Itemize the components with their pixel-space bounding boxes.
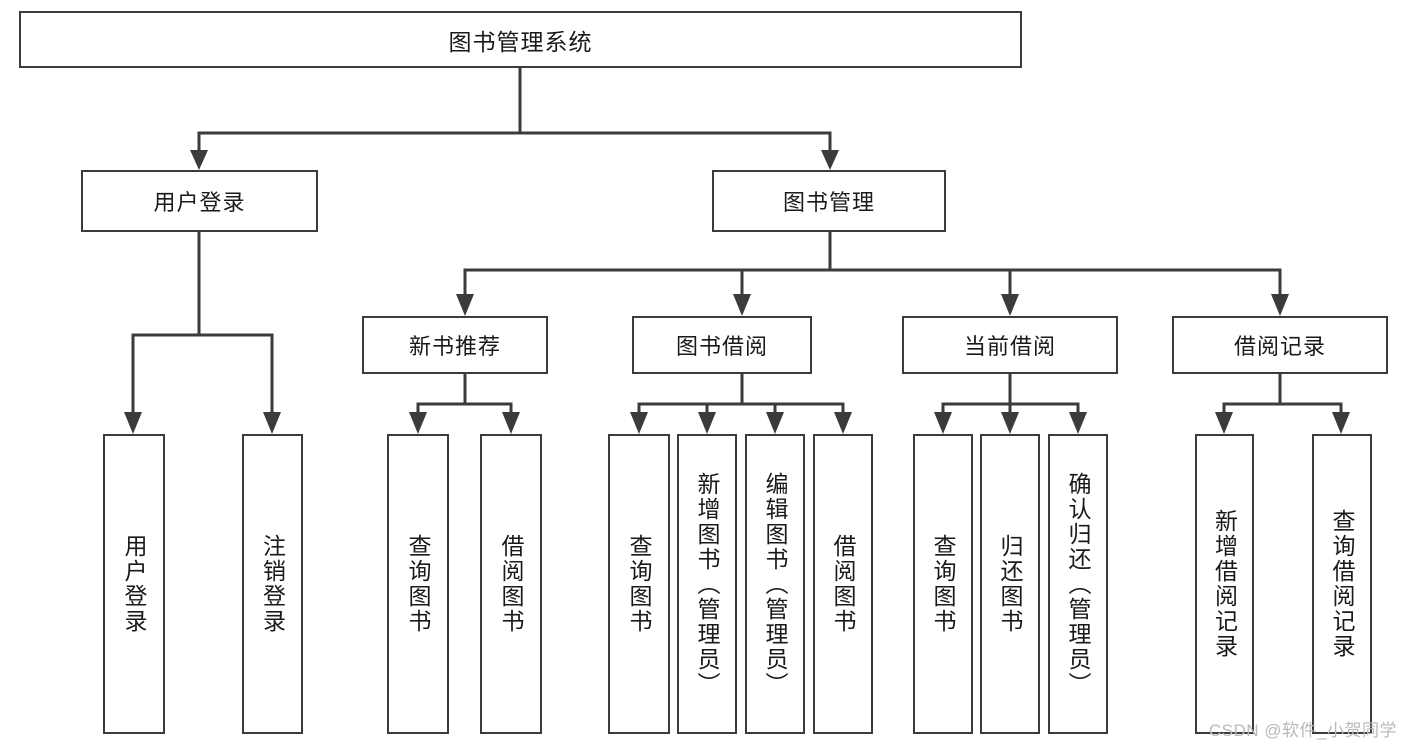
node-book-management[interactable]: 图书管理 bbox=[712, 170, 946, 232]
node-label: 确认归还（管理员） bbox=[1065, 471, 1092, 697]
node-label: 归还图书 bbox=[997, 534, 1024, 634]
node-label: 图书管理系统 bbox=[448, 28, 593, 55]
node-label: 查询图书 bbox=[405, 534, 432, 634]
node-label: 图书管理 bbox=[782, 190, 875, 215]
leaf-newbook-borrow-book[interactable]: 借阅图书 bbox=[480, 434, 542, 734]
node-label: 查询图书 bbox=[930, 534, 957, 634]
node-label: 用户登录 bbox=[121, 534, 148, 634]
node-label: 查询图书 bbox=[626, 534, 653, 634]
leaf-borrow-edit-book-admin[interactable]: 编辑图书（管理员） bbox=[745, 434, 805, 734]
node-label: 新增借阅记录 bbox=[1211, 509, 1238, 659]
leaf-borrow-borrow-book[interactable]: 借阅图书 bbox=[813, 434, 873, 734]
leaf-borrow-query-book[interactable]: 查询图书 bbox=[608, 434, 670, 734]
node-current-borrow[interactable]: 当前借阅 bbox=[902, 316, 1118, 374]
node-label: 借阅记录 bbox=[1233, 334, 1326, 359]
leaf-current-return-book[interactable]: 归还图书 bbox=[980, 434, 1040, 734]
node-label: 新增图书（管理员） bbox=[694, 471, 721, 697]
leaf-record-query-record[interactable]: 查询借阅记录 bbox=[1312, 434, 1372, 734]
node-label: 新书推荐 bbox=[408, 334, 501, 359]
leaf-record-add-record[interactable]: 新增借阅记录 bbox=[1195, 434, 1254, 734]
leaf-current-query-book[interactable]: 查询图书 bbox=[913, 434, 973, 734]
node-label: 图书借阅 bbox=[675, 334, 768, 359]
leaf-user-login[interactable]: 用户登录 bbox=[103, 434, 165, 734]
node-root-system[interactable]: 图书管理系统 bbox=[19, 11, 1022, 68]
leaf-user-logout[interactable]: 注销登录 bbox=[242, 434, 303, 734]
node-new-book-recommend[interactable]: 新书推荐 bbox=[362, 316, 548, 374]
node-label: 用户登录 bbox=[153, 190, 246, 215]
node-label: 借阅图书 bbox=[498, 534, 525, 634]
leaf-current-confirm-return-admin[interactable]: 确认归还（管理员） bbox=[1048, 434, 1108, 734]
leaf-borrow-add-book-admin[interactable]: 新增图书（管理员） bbox=[677, 434, 737, 734]
node-user-login[interactable]: 用户登录 bbox=[81, 170, 318, 232]
node-book-borrow[interactable]: 图书借阅 bbox=[632, 316, 812, 374]
node-label: 借阅图书 bbox=[830, 534, 857, 634]
node-label: 注销登录 bbox=[259, 534, 286, 634]
watermark-text: CSDN @软件_小贺同学 bbox=[1208, 721, 1397, 740]
node-borrow-record[interactable]: 借阅记录 bbox=[1172, 316, 1388, 374]
leaf-newbook-query-book[interactable]: 查询图书 bbox=[387, 434, 449, 734]
node-label: 编辑图书（管理员） bbox=[762, 471, 789, 697]
node-label: 查询借阅记录 bbox=[1329, 509, 1356, 659]
node-label: 当前借阅 bbox=[963, 334, 1056, 359]
